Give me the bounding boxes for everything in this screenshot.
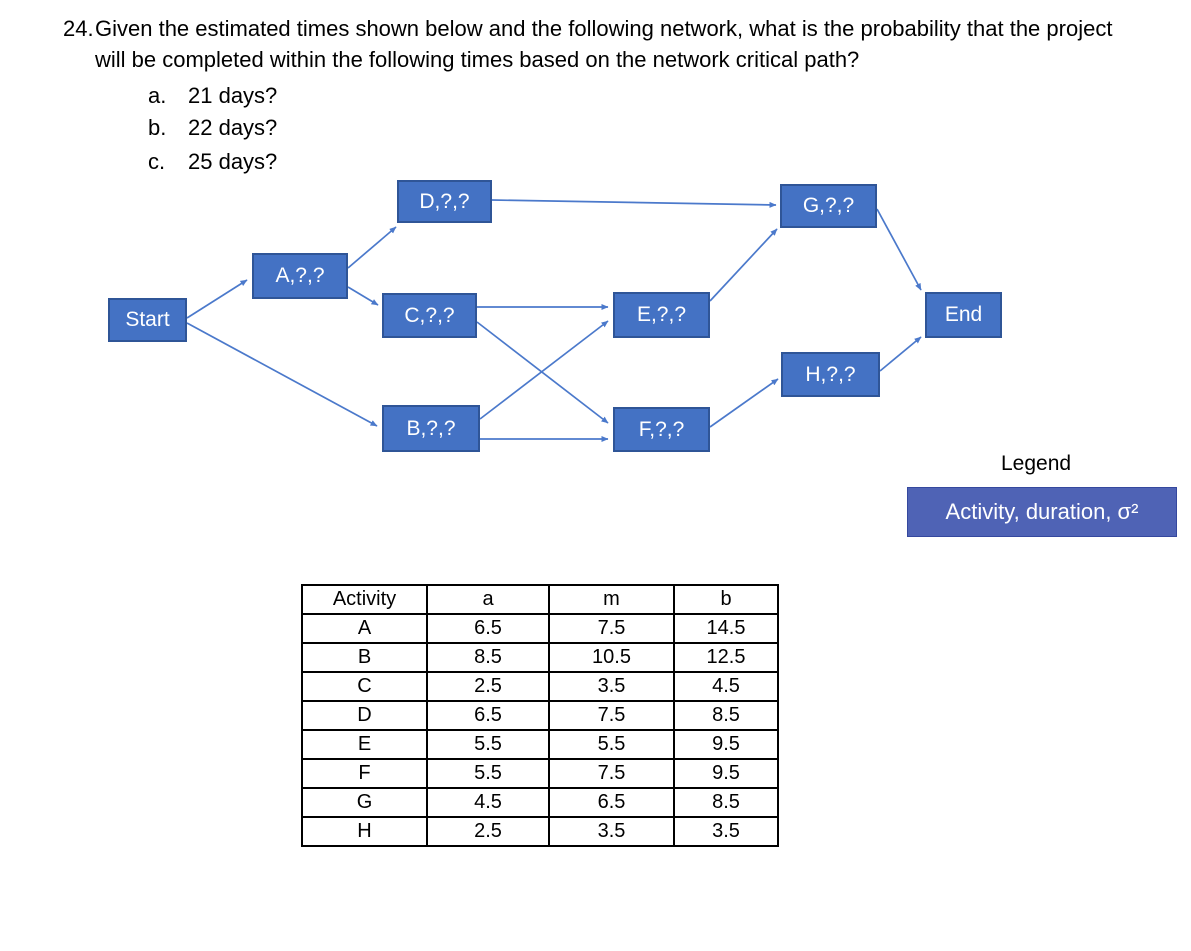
cell: 6.5 (426, 700, 550, 731)
edge-e-g (709, 228, 778, 302)
activity-table: Activity a m b A 6.5 7.5 14.5 B 8.5 10.5… (301, 584, 779, 847)
node-d: D,?,? (397, 180, 492, 223)
cell: D (301, 700, 428, 731)
cell: 2.5 (426, 671, 550, 702)
legend-box: Activity, duration, σ² (907, 487, 1177, 537)
cell: 7.5 (548, 700, 675, 731)
table-row: G 4.5 6.5 8.5 (301, 787, 779, 818)
edge-start-b (186, 322, 378, 427)
cell: 7.5 (548, 613, 675, 644)
cell: 8.5 (426, 642, 550, 673)
cell: B (301, 642, 428, 673)
question-item-c: c. 25 days? (148, 146, 277, 177)
cell: 14.5 (673, 613, 779, 644)
cell: 3.5 (673, 816, 779, 847)
item-letter: a. (148, 83, 167, 108)
question-number: 24. (63, 16, 94, 41)
cell: 12.5 (673, 642, 779, 673)
column-header-b: b (673, 584, 779, 615)
node-b: B,?,? (382, 405, 480, 452)
legend-title: Legend (1001, 452, 1072, 475)
cell: 5.5 (548, 729, 675, 760)
item-letter: c. (148, 149, 166, 174)
edge-f-h (709, 378, 779, 428)
cell: 9.5 (673, 758, 779, 789)
cell: 5.5 (426, 758, 550, 789)
column-header-activity: Activity (301, 584, 428, 615)
cell: C (301, 671, 428, 702)
table-row: A 6.5 7.5 14.5 (301, 613, 779, 644)
question-text: Given the estimated times shown below an… (95, 16, 1113, 72)
cell: 5.5 (426, 729, 550, 760)
cell: 3.5 (548, 816, 675, 847)
question-item-b: b. 22 days? (148, 112, 277, 143)
cell: 6.5 (426, 613, 550, 644)
edge-h-end (879, 336, 922, 372)
edge-c-f (476, 321, 609, 424)
table-header-row: Activity a m b (301, 584, 779, 615)
cell: G (301, 787, 428, 818)
cell: 10.5 (548, 642, 675, 673)
node-f: F,?,? (613, 407, 710, 452)
cell: H (301, 816, 428, 847)
item-text: 25 days? (188, 149, 278, 174)
cell: 2.5 (426, 816, 550, 847)
cell: F (301, 758, 428, 789)
cell: 4.5 (673, 671, 779, 702)
cell: A (301, 613, 428, 644)
table-row: D 6.5 7.5 8.5 (301, 700, 779, 731)
node-h: H,?,? (781, 352, 880, 397)
table-row: C 2.5 3.5 4.5 (301, 671, 779, 702)
cell: 4.5 (426, 787, 550, 818)
table-row: F 5.5 7.5 9.5 (301, 758, 779, 789)
activity-table-wrap: Activity a m b A 6.5 7.5 14.5 B 8.5 10.5… (301, 584, 779, 847)
legend-entry: Activity, duration, σ² (945, 499, 1139, 524)
column-header-m: m (548, 584, 675, 615)
node-end: End (925, 292, 1002, 338)
cell: 6.5 (548, 787, 675, 818)
table-row: B 8.5 10.5 12.5 (301, 642, 779, 673)
cell: 9.5 (673, 729, 779, 760)
edge-d-g (491, 199, 777, 208)
node-e: E,?,? (613, 292, 710, 338)
item-text: 21 days? (188, 83, 278, 108)
node-c: C,?,? (382, 293, 477, 338)
cell: E (301, 729, 428, 760)
table-row: H 2.5 3.5 3.5 (301, 816, 779, 847)
item-letter: b. (148, 115, 167, 140)
node-a: A,?,? (252, 253, 348, 299)
question-item-a: a. 21 days? (148, 80, 277, 111)
cell: 8.5 (673, 700, 779, 731)
edge-b-e (479, 320, 609, 420)
edge-a-d (347, 226, 397, 269)
table-row: E 5.5 5.5 9.5 (301, 729, 779, 760)
cell: 3.5 (548, 671, 675, 702)
cell: 8.5 (673, 787, 779, 818)
column-header-a: a (426, 584, 550, 615)
item-text: 22 days? (188, 115, 278, 140)
edge-a-c (347, 286, 379, 306)
node-start: Start (108, 298, 187, 342)
edge-g-end (876, 208, 922, 291)
node-g: G,?,? (780, 184, 877, 228)
cell: 7.5 (548, 758, 675, 789)
edge-start-a (186, 279, 248, 319)
